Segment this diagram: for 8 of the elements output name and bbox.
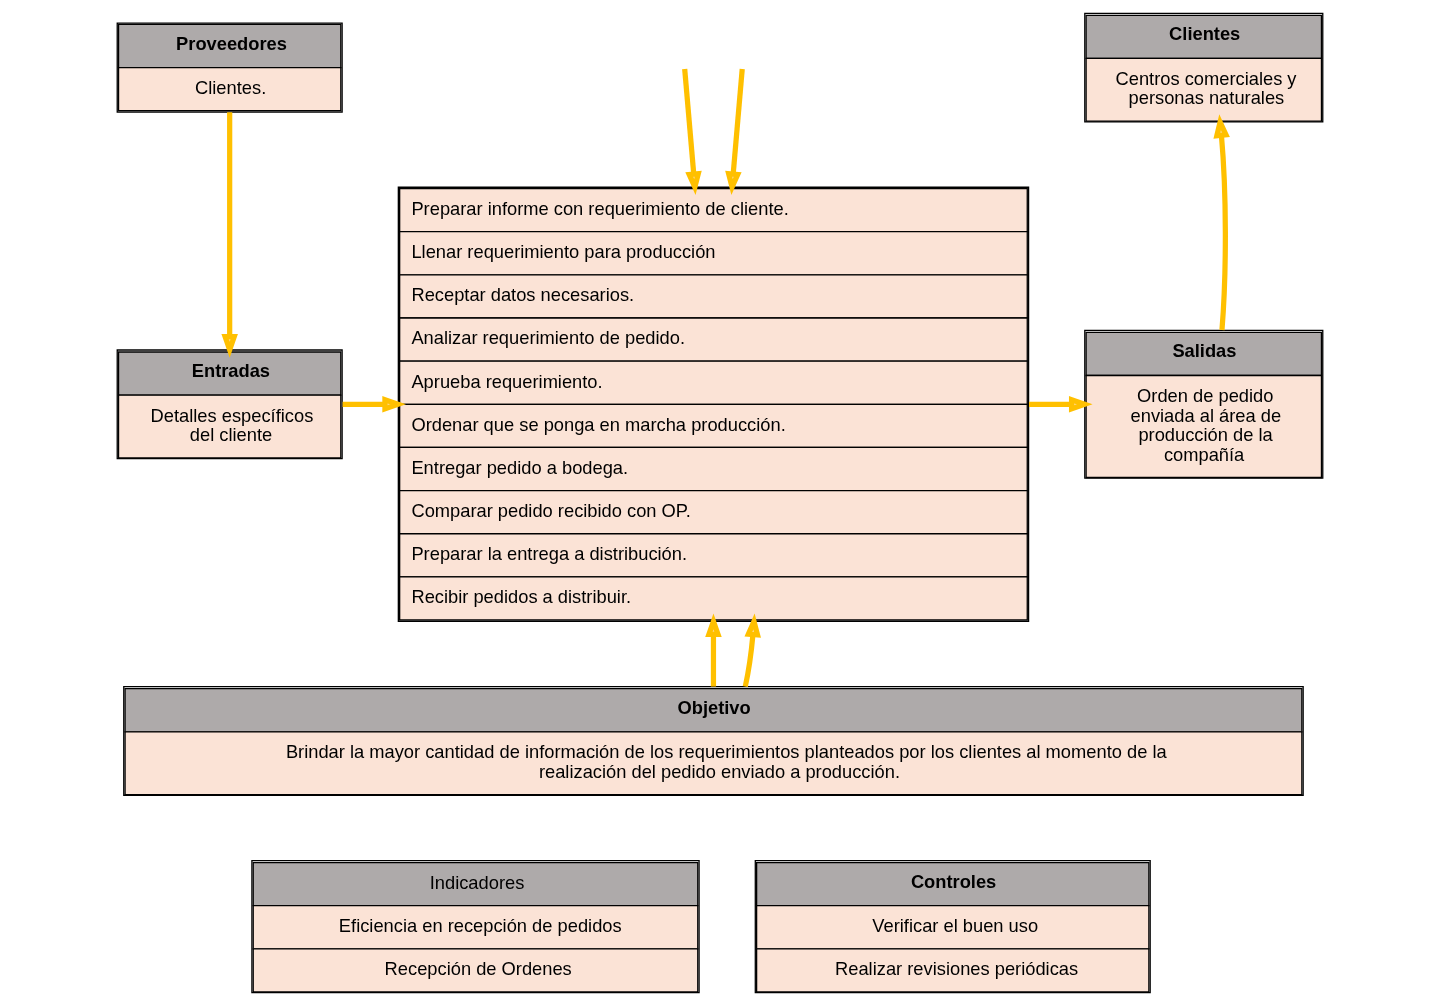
arrow: [1029, 396, 1093, 413]
arrow: [725, 68, 745, 195]
arrow: [742, 613, 761, 688]
arrow: [221, 112, 238, 358]
arrow: [682, 68, 702, 195]
arrow: [342, 396, 406, 413]
arrow: [1213, 114, 1230, 331]
arrow: [705, 613, 722, 687]
